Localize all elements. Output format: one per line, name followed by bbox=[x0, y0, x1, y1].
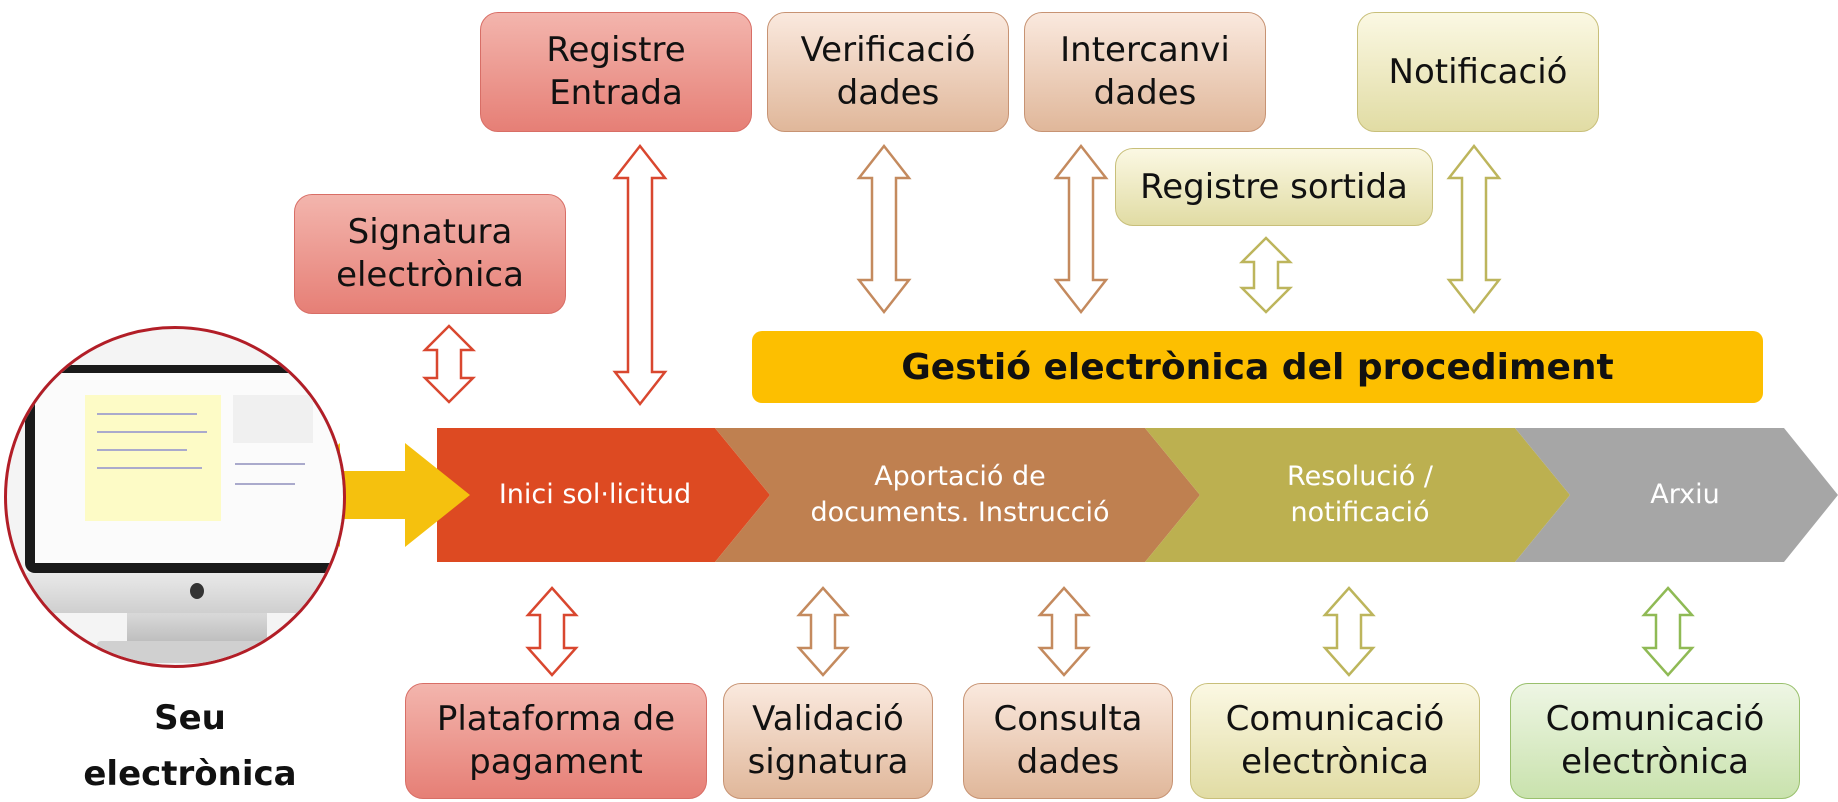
stage-chevron-aportacio bbox=[715, 428, 1200, 562]
gestio-banner: Gestió electrònica del procediment bbox=[752, 331, 1763, 403]
screen-line bbox=[235, 483, 295, 485]
stage-chevron-inici bbox=[437, 428, 770, 562]
stage-label-aportacio: Aportació de documents. Instrucció bbox=[810, 461, 1110, 528]
arrow-notificacio bbox=[1446, 143, 1502, 315]
monitor-frame bbox=[25, 365, 343, 573]
arrow-plataforma bbox=[525, 586, 579, 677]
arrow-verificacio bbox=[856, 143, 912, 315]
stage-label-resolucio: Resolució / notificació bbox=[1287, 461, 1433, 528]
stage-chevron-arxiu bbox=[1515, 428, 1838, 562]
monitor-screen bbox=[35, 373, 343, 563]
plataforma-pagament-box: Plataforma de pagament bbox=[405, 683, 707, 799]
registre-sortida-box: Registre sortida bbox=[1115, 148, 1433, 226]
apple-logo-icon bbox=[190, 583, 204, 599]
comunicacio-electronica-box-2: Comunicació electrònica bbox=[1510, 683, 1800, 799]
stage-chevron-resolucio bbox=[1145, 428, 1570, 562]
registre-entrada-box: Registre Entrada bbox=[480, 12, 752, 132]
arrow-comunicacio-2 bbox=[1641, 586, 1695, 677]
stage-label-arxiu: Arxiu bbox=[1650, 479, 1720, 510]
monitor-stand bbox=[127, 613, 267, 643]
validacio-signatura-box: Validació signatura bbox=[723, 683, 933, 799]
intercanvi-dades-box: Intercanvi dades bbox=[1024, 12, 1266, 132]
notificacio-box: Notificació bbox=[1357, 12, 1599, 132]
arrow-comunicacio-1 bbox=[1322, 586, 1376, 677]
arrow-registre-entrada bbox=[612, 143, 668, 407]
arrow-validacio bbox=[796, 586, 850, 677]
keyboard-base bbox=[97, 641, 307, 663]
arrow-consulta bbox=[1037, 586, 1091, 677]
arrow-registre-sortida bbox=[1238, 236, 1294, 314]
stage-label-inici: Inici sol·licitud bbox=[498, 479, 692, 510]
screen-note-panel bbox=[85, 395, 221, 521]
arrow-intercanvi bbox=[1053, 143, 1109, 315]
screen-line bbox=[97, 467, 202, 469]
screen-line bbox=[97, 431, 207, 433]
signatura-electronica-box: Signatura electrònica bbox=[294, 194, 566, 314]
consulta-dades-box: Consulta dades bbox=[963, 683, 1173, 799]
monitor-chin bbox=[25, 573, 343, 613]
screen-line bbox=[97, 449, 187, 451]
screen-line bbox=[97, 413, 197, 415]
verificacio-dades-box: Verificació dades bbox=[767, 12, 1009, 132]
arrow-signatura bbox=[421, 324, 477, 404]
screen-side-panel bbox=[233, 395, 313, 443]
comunicacio-electronica-box-1: Comunicació electrònica bbox=[1190, 683, 1480, 799]
seu-electronica-label: Seu electrònica bbox=[83, 698, 297, 794]
screen-line bbox=[235, 463, 305, 465]
seu-monitor-image bbox=[4, 326, 346, 668]
